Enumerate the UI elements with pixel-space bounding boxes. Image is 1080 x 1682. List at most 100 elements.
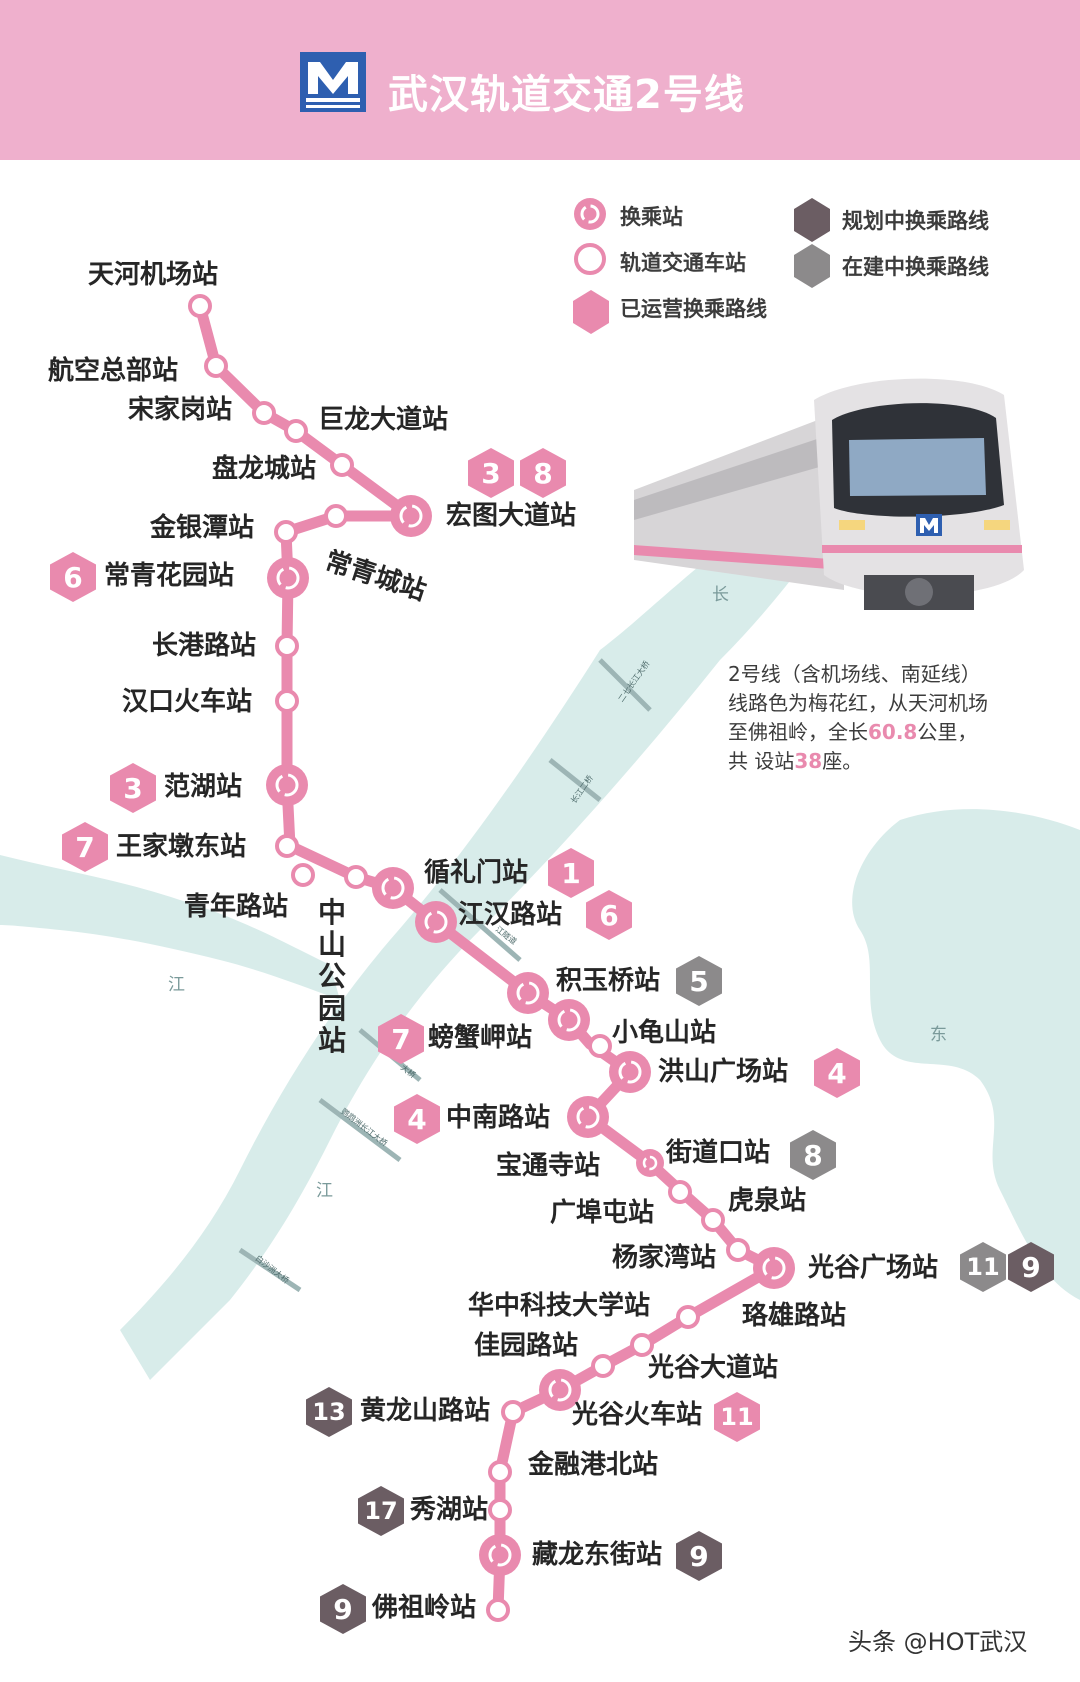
station-label: 光谷广场站 [808,1253,939,1283]
station-label: 宏图大道站 [446,501,577,531]
station-label: 航空总部站 [48,356,179,386]
interchange-marker [609,1051,651,1093]
transfer-badge-line-13: 13 [306,1387,352,1437]
station-label: 光谷大道站 [648,1353,779,1383]
station-marker [591,1354,615,1378]
header-bar [0,0,1080,160]
legend-interchange-icon [574,198,606,230]
stations [188,294,750,1622]
transfer-badge-line-8: 8 [790,1130,836,1180]
station-label: 江汉路站 [458,900,563,930]
station-label: 青年路站 [184,892,289,922]
legend-station-icon [574,243,606,275]
station-label: 积玉桥站 [556,966,661,996]
interchange-marker [539,1369,581,1411]
station-label: 杨家湾站 [612,1243,717,1273]
station-marker [252,401,276,425]
bridge-line [548,758,602,802]
interchange-marker [415,901,457,943]
station-label: 珞雄路站 [742,1301,847,1331]
bridge-line [318,1098,402,1162]
station-marker [488,1460,512,1484]
station-marker [324,504,348,528]
station-label: 佛祖岭站 [372,1593,477,1623]
station-marker [668,1180,692,1204]
station-label: 中山公园站 [318,896,347,1057]
station-label: 长港路站 [152,631,257,661]
legend-interchange-label: 换乘站 [620,205,683,229]
station-marker [488,1498,512,1522]
legend-operating-label: 已运营换乘路线 [620,297,767,321]
station-label: 天河机场站 [88,260,219,290]
transfer-badge-line-11: 11 [714,1392,760,1442]
legend-planned-label: 规划中换乘路线 [842,209,989,233]
bridge-line [438,888,522,962]
station-label: 宝通寺站 [496,1151,601,1181]
station-marker [284,419,308,443]
yangtze-river [120,470,860,1380]
description-line: 共 设站38座。 [728,749,863,773]
station-marker [291,863,315,887]
river-label: 江 [316,1181,333,1201]
interchange-stations [266,495,795,1576]
station-marker [676,1305,700,1329]
watermark: 头条 @HOT武汉 [848,1628,1028,1656]
metro-logo-icon [300,52,366,112]
transfer-badge-line-11: 11 [960,1242,1006,1292]
interchange-marker [636,1149,664,1177]
station-label: 小龟山站 [612,1018,717,1048]
station-label: 金融港北站 [528,1450,659,1480]
page-title: 武汉轨道交通2号线 [388,72,745,118]
bridge-line [238,1247,302,1293]
river-label: 长 [712,585,729,605]
station-marker [588,1034,612,1058]
station-marker [330,453,354,477]
interchange-marker [479,1534,521,1576]
station-label: 洪山广场站 [658,1057,789,1087]
transfer-badge-line-3: 3 [468,448,514,498]
station-label: 盘龙城站 [212,454,317,484]
legend-station-label: 轨道交通车站 [620,251,746,275]
station-label: 螃蟹岬站 [428,1023,533,1053]
station-label: 范湖站 [164,772,243,802]
interchange-marker [267,557,309,599]
han-river [0,855,340,1000]
line-length: 60.8 [868,720,918,744]
station-label: 华中科技大学站 [468,1291,651,1321]
transfer-badge-line-17: 17 [358,1486,404,1536]
station-label: 王家墩东站 [116,832,247,862]
station-marker [701,1208,725,1232]
interchange-marker [548,999,590,1041]
train-illustration [634,378,1024,610]
station-marker [275,834,299,858]
station-marker [188,294,212,318]
description-line: 2号线（含机场线、南延线） [728,662,981,686]
station-marker [501,1400,525,1424]
description-line: 线路色为梅花红，从天河机场 [728,691,988,715]
interchange-marker [266,764,308,806]
station-marker [275,634,299,658]
station-marker [726,1238,750,1262]
transfer-badge-line-9: 9 [1008,1242,1054,1292]
station-label: 藏龙东街站 [532,1540,663,1570]
station-label: 黄龙山路站 [360,1396,491,1426]
interchange-marker [390,495,432,537]
interchange-marker [372,867,414,909]
station-label: 巨龙大道站 [318,405,449,435]
station-label: 汉口火车站 [122,687,253,717]
legend-building-label: 在建中换乘路线 [842,255,989,279]
legend-planned-hex-icon [794,198,830,242]
station-label: 光谷火车站 [572,1400,703,1430]
station-label: 循礼门站 [424,858,529,888]
station-label: 中南路站 [446,1103,551,1133]
transfer-badge-line-4: 4 [394,1094,440,1144]
station-label: 佳园路站 [474,1331,579,1361]
interchange-marker [507,972,549,1014]
station-count: 38 [794,749,823,773]
station-marker [274,520,298,544]
station-marker [630,1333,654,1357]
legend-building-hex-icon [794,244,830,288]
transfer-badge-line-9: 9 [320,1584,366,1634]
